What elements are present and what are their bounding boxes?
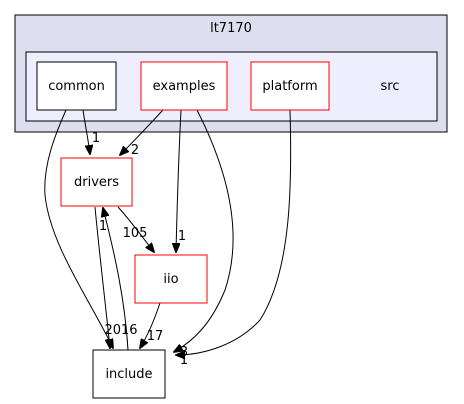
edge-label-examples-iio: 1	[178, 229, 186, 244]
node-iio[interactable]: iio	[134, 254, 208, 304]
node-common-box[interactable]	[36, 61, 117, 111]
node-platform-box[interactable]	[250, 61, 330, 111]
node-common-label: common	[48, 79, 105, 94]
edge-iio-include	[140, 302, 161, 348]
node-examples-box[interactable]	[140, 61, 228, 111]
edge-examples-iio	[176, 109, 182, 252]
cluster-lt7170-label: lt7170	[210, 21, 252, 36]
edge-label-iio-drivers: 1	[99, 219, 107, 234]
node-drivers-label: drivers	[74, 175, 119, 190]
edge-drivers-iio	[117, 206, 154, 252]
edge-iio-drivers	[103, 208, 129, 351]
edge-label-common-drivers: 1	[92, 131, 100, 146]
node-include-label: include	[105, 367, 152, 382]
edge-platform-include	[176, 109, 292, 355]
edge-examples-include	[174, 109, 234, 352]
edge-label-drivers-include: 2016	[104, 323, 137, 338]
edge-label-iio-include: 17	[147, 329, 164, 344]
edge-common-drivers	[82, 109, 90, 154]
edge-drivers-include	[94, 206, 110, 348]
cluster-src-label: src	[381, 79, 400, 94]
node-drivers-box[interactable]	[60, 157, 133, 207]
node-common[interactable]: common	[36, 61, 117, 111]
node-platform-label: platform	[262, 79, 317, 94]
node-include[interactable]: include	[92, 349, 166, 399]
node-drivers[interactable]: drivers	[60, 157, 133, 207]
edges: 1 2 1 3 1 105 2016 1 17	[44, 109, 292, 368]
node-include-box[interactable]	[92, 349, 166, 399]
edge-common-include	[44, 109, 113, 348]
node-platform[interactable]: platform	[250, 61, 330, 111]
edge-label-examples-drivers: 2	[131, 143, 139, 158]
node-examples[interactable]: examples	[140, 61, 228, 111]
edge-label-platform-include: 1	[180, 353, 188, 368]
node-iio-label: iio	[163, 272, 178, 287]
node-iio-box[interactable]	[134, 254, 208, 304]
edge-examples-drivers	[120, 109, 164, 155]
node-examples-label: examples	[153, 79, 216, 94]
edge-label-drivers-iio: 105	[123, 226, 148, 241]
